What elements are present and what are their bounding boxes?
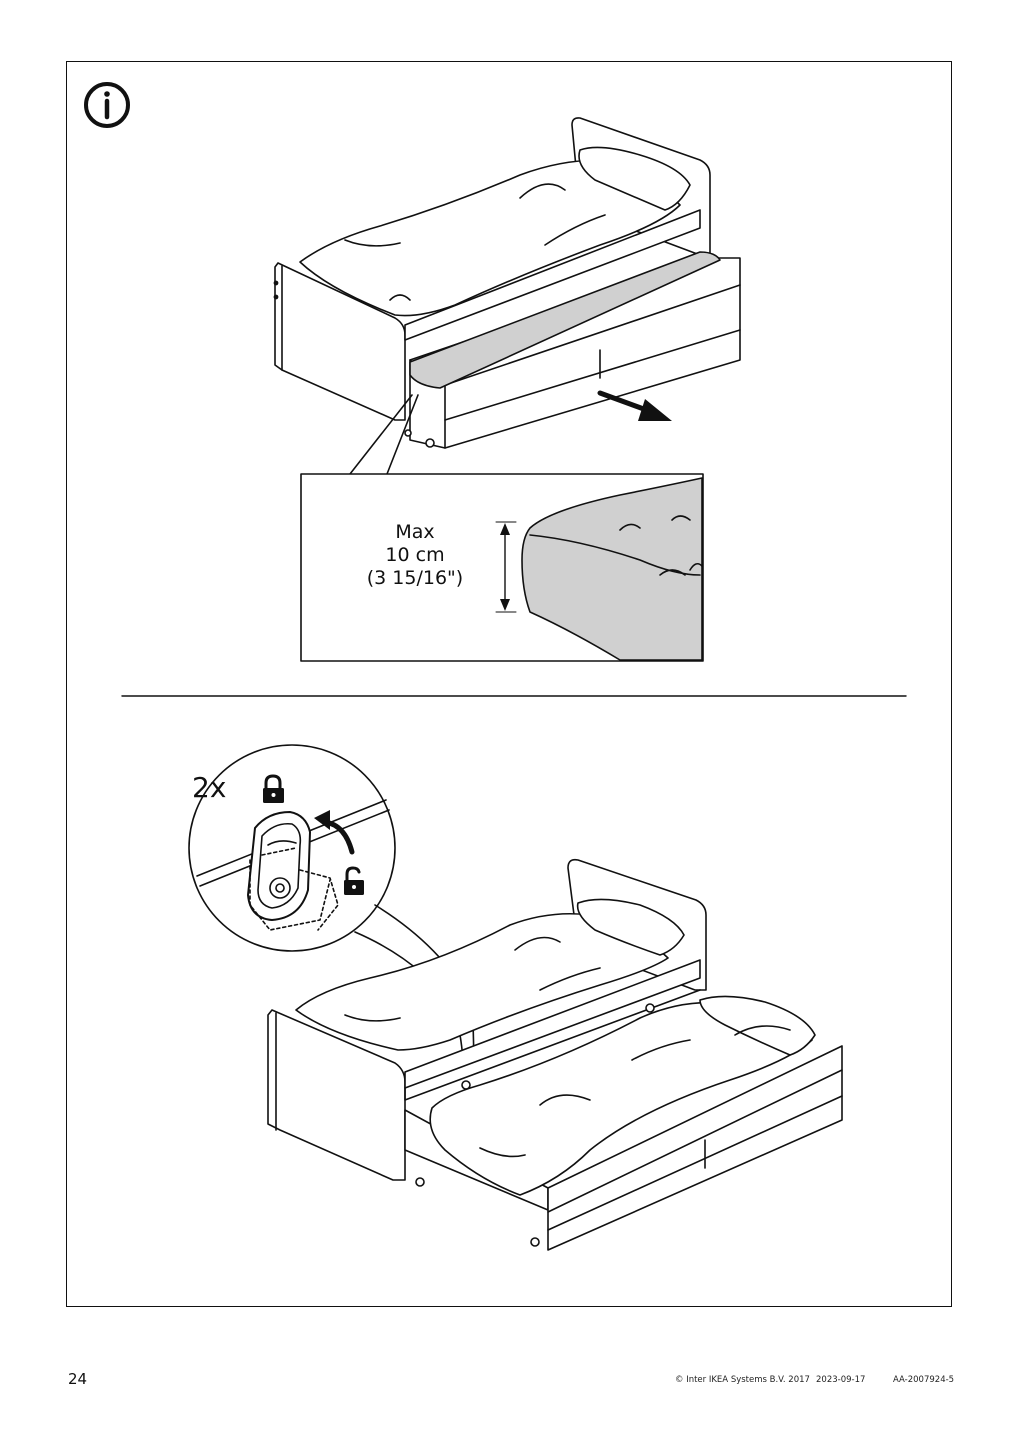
- max-height-imperial: (3 15/16"): [366, 567, 464, 589]
- copyright-text: © Inter IKEA Systems B.V. 2017: [675, 1375, 810, 1385]
- lock-detail-circle: [188, 744, 475, 1063]
- mattress-max-height-label: Max 10 cm (3 15/16"): [350, 521, 480, 590]
- document-id: AA-2007924-5: [893, 1375, 955, 1385]
- padlock-closed-icon: [263, 774, 284, 803]
- info-circle-icon: [84, 82, 130, 128]
- padlock-open-icon: [344, 866, 364, 895]
- bed-pulled-out-illustration: [267, 858, 843, 1251]
- page-number: 24: [68, 1370, 88, 1388]
- max-label: Max: [395, 521, 435, 543]
- instruction-panel: [66, 61, 952, 1307]
- pull-out-arrow-icon: [597, 390, 672, 421]
- print-date: 2023-09-17: [816, 1375, 866, 1385]
- mattress-height-detail: [300, 473, 704, 662]
- bed-with-drawer-illustration: [273, 117, 741, 475]
- max-height-metric: 10 cm: [385, 544, 445, 566]
- quantity-label: 2x: [192, 771, 227, 804]
